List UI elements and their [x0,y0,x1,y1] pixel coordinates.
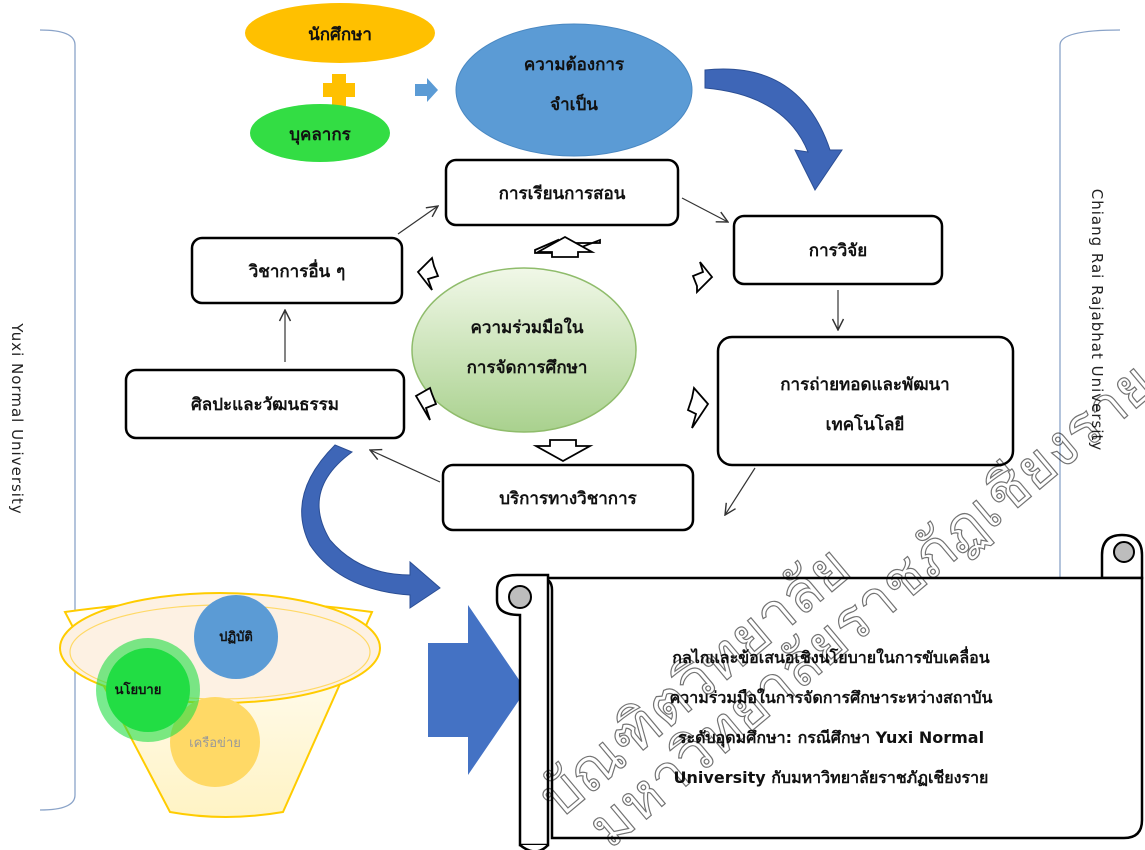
students-label: นักศึกษา [308,25,372,45]
teaching-box [444,158,680,227]
personnel-ellipse [250,104,390,162]
personnel-label: บุคลากร [289,125,351,145]
other-academic-box [190,236,404,305]
hollow-arrow-down [532,439,594,463]
other-academic-label: วิชาการอื่น ๆ [248,259,345,282]
curved-arrow-bottom [301,444,441,609]
service-label: บริการทางวิชาการ [499,489,637,509]
arrow-service-to-culture [370,450,441,483]
left-bracket [39,29,76,811]
center-ellipse [411,267,637,433]
cycle-arrows [285,197,838,515]
hollow-arrow-right-lower [686,386,710,429]
practice-label: ปฏิบัติ [219,630,253,645]
center-label-line1: ความร่วมมือใน [471,317,584,338]
arrow-tech-to-service [725,467,756,515]
result-line-2: ความร่วมมือในการจัดการศึกษาระหว่างสถาบัน [670,688,993,707]
block-arrow-right [428,605,526,775]
students-ellipse [245,3,435,63]
center-label-line2: การจัดการศึกษา [467,358,588,378]
teaching-label: การเรียนการสอน [499,183,626,204]
culture-label: ศิลปะและวัฒนธรรม [191,395,339,415]
practice-circle [194,595,278,679]
network-label: เครือข่าย [189,735,241,751]
right-bracket [1059,29,1121,580]
scroll-banner [495,533,1144,850]
tech-transfer-label-line1: การถ่ายทอดและพัฒนา [780,375,949,395]
network-circle [170,697,260,787]
hollow-arrow-left-upper [416,256,440,291]
plus-icon [323,74,355,106]
arrow-teaching-to-research [681,197,728,222]
culture-box [124,368,406,440]
research-box [732,214,944,286]
needs-label-line1: ความต้องการ [524,55,625,75]
policy-label: นโยบาย [115,681,162,698]
hollow-arrow-right-upper [691,261,714,295]
hollow-arrow-left-lower [414,386,438,421]
tech-transfer-box [716,335,1015,467]
needs-ellipse [455,23,693,157]
result-line-3: ระดับอุดมศึกษา: กรณีศึกษา Yuxi Normal [678,728,984,748]
right-arrow-icon [415,78,438,102]
needs-label-line2: จำเป็น [550,92,598,115]
research-label: การวิจัย [809,241,867,261]
curved-arrow-top [704,68,843,191]
service-box [441,463,695,532]
arrow-other-to-teaching [397,206,438,235]
result-line-1: กลไกและข้อเสนอเชิงนโยบายในการขับเคลื่อน [672,646,990,667]
left-university-label: Yuxi Normal University [8,322,26,514]
right-university-label: Chiang Rai Rajabhat University [1088,189,1106,452]
hollow-arrow-up [534,235,601,258]
tech-transfer-label-line2: เทคโนโลยี [826,414,905,435]
result-line-4: University กับมหาวิทยาลัยราชภัฏเชียงราย [674,768,989,787]
